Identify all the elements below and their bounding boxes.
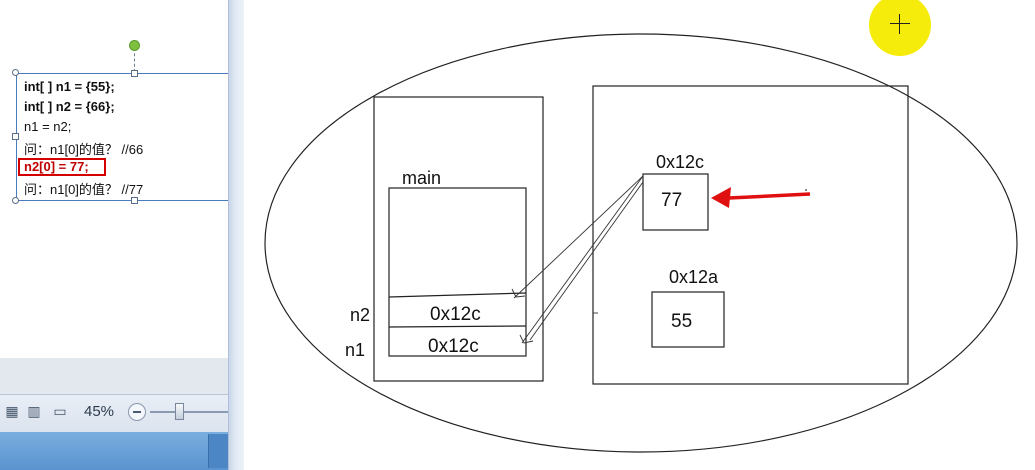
- code-line-4: 问：n1[0]的值？ //66: [24, 142, 144, 157]
- n1-label: n1: [345, 340, 365, 360]
- zoom-out-button[interactable]: [128, 403, 146, 421]
- resize-handle-top-left[interactable]: [12, 69, 19, 76]
- code-line-3: n1 = n2;: [24, 119, 72, 134]
- zoom-slider-track[interactable]: [150, 411, 228, 413]
- code-line-6: 问：n1[0]的值？ //77: [24, 182, 144, 197]
- crosshair-cursor-icon-vertical: [899, 14, 900, 34]
- stack-frame: [373, 96, 544, 382]
- zoom-slider-thumb[interactable]: [175, 403, 184, 420]
- rotation-handle[interactable]: [129, 40, 140, 51]
- heap-address-2: 0x12a: [669, 267, 719, 287]
- code-line-2: int[ ] n2 = {66};: [24, 99, 115, 114]
- main-frame-box: [388, 187, 527, 357]
- memory-diagram: main 0x12c 0x12c n2 n1 0x12c 77 0x12a 55: [264, 33, 1018, 453]
- status-bar: [0, 394, 228, 433]
- panel-divider[interactable]: [228, 0, 244, 470]
- code-line-5: n2[0] = 77;: [24, 159, 89, 174]
- reading-view-icon[interactable]: ▥: [27, 404, 41, 420]
- code-highlight-box: [18, 158, 106, 176]
- memory-ellipse: [264, 33, 1018, 453]
- heap-cell-2: [651, 291, 725, 348]
- resize-handle-left[interactable]: [12, 133, 19, 140]
- resize-handle-top[interactable]: [131, 70, 138, 77]
- heap-cell-1: [642, 173, 709, 231]
- resize-handle-bottom-left[interactable]: [12, 197, 19, 204]
- slideshow-icon[interactable]: ▭: [53, 404, 67, 420]
- n2-value: 0x12c: [430, 304, 481, 325]
- red-arrow-head: [711, 187, 731, 208]
- n1-reference-line: [521, 175, 644, 344]
- zoom-level[interactable]: 45%: [84, 403, 115, 420]
- taskbar: [0, 432, 228, 470]
- normal-view-icon[interactable]: ▦: [5, 404, 19, 420]
- resize-handle-bottom[interactable]: [131, 197, 138, 204]
- stack-label: main: [402, 168, 441, 188]
- heap-area: [592, 85, 909, 385]
- code-line-1: int[ ] n1 = {55};: [24, 79, 115, 94]
- heap-value-1: 77: [661, 190, 682, 211]
- crosshair-cursor-icon: [890, 23, 910, 24]
- heap-value-2: 55: [671, 311, 692, 332]
- rotation-connector: [134, 48, 135, 72]
- red-arrow-shaft: [728, 192, 811, 200]
- n2-reference-line: [513, 175, 644, 299]
- notes-area: [0, 358, 228, 394]
- heap-address-1: 0x12c: [656, 152, 704, 172]
- n2-label: n2: [350, 305, 370, 325]
- n1-value: 0x12c: [428, 336, 479, 357]
- cursor-highlight: [869, 0, 931, 56]
- taskbar-button[interactable]: [208, 434, 229, 468]
